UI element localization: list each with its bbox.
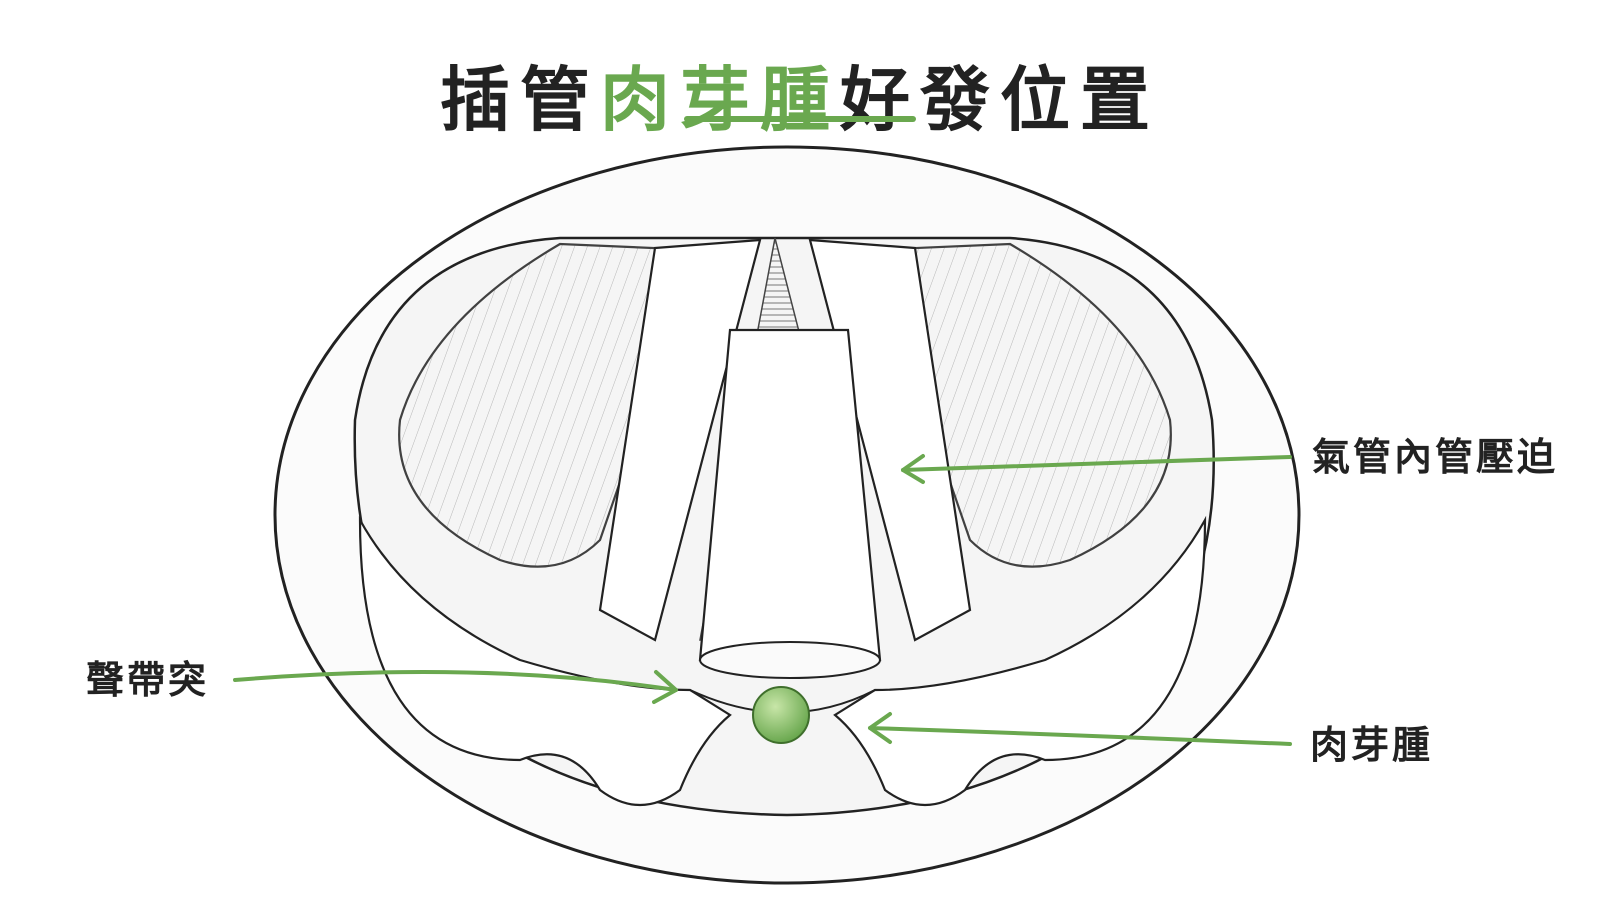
label-tube-compression: 氣管內管壓迫 <box>1312 435 1559 479</box>
label-granuloma: 肉芽腫 <box>1310 723 1434 767</box>
title-highlight: 肉芽腫 <box>600 58 840 141</box>
right-ventricular-fold <box>868 242 1172 568</box>
arrow-trachea-compression <box>901 454 1292 484</box>
granuloma-lesion <box>752 686 810 744</box>
right-arytenoid <box>833 515 1207 807</box>
left-vocal-fold <box>598 238 762 642</box>
label-vocal-process: 聲帶突 <box>86 658 210 702</box>
endotracheal-tube-rim <box>699 641 881 679</box>
page-title: 插管肉芽腫好發位置 <box>0 65 1600 135</box>
title-underline <box>684 116 916 122</box>
left-arytenoid <box>358 515 732 807</box>
title-prefix: 插管 <box>440 58 600 141</box>
endotracheal-tube <box>698 328 882 662</box>
left-ventricular-fold <box>398 242 702 568</box>
arrow-granuloma <box>868 712 1292 746</box>
title-suffix: 好發位置 <box>840 58 1160 141</box>
arrow-vocal-process <box>233 670 678 704</box>
